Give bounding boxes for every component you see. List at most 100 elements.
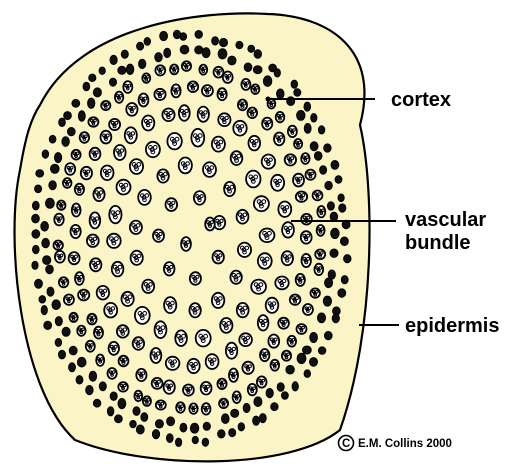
vascular-bundle	[57, 201, 65, 210]
stem-cross-section	[15, 13, 370, 461]
vascular-bundle	[104, 303, 117, 318]
vascular-bundle	[238, 243, 251, 257]
vascular-bundle	[62, 137, 69, 147]
vascular-bundle	[248, 45, 255, 52]
vascular-bundle	[78, 290, 89, 301]
vascular-bundle	[182, 61, 191, 71]
vascular-bundle	[262, 155, 275, 169]
vascular-bundle	[87, 235, 99, 247]
vascular-bundle	[137, 42, 144, 50]
vascular-bundle	[44, 321, 52, 329]
vascular-bundle	[228, 56, 236, 65]
vascular-bundle	[317, 225, 325, 236]
vascular-bundle	[254, 196, 269, 211]
vascular-bundle	[192, 436, 198, 443]
vascular-bundle	[276, 112, 285, 122]
vascular-bundle	[274, 69, 280, 77]
vascular-bundle	[110, 55, 117, 64]
cortex-leader-dot	[266, 97, 271, 102]
vascular-bundle	[93, 399, 100, 407]
vascular-bundle	[297, 111, 305, 121]
vascular-bundle	[344, 255, 351, 263]
vascular-bundle	[198, 107, 209, 122]
vascular-bundle	[297, 324, 307, 334]
vascular-bundle	[231, 409, 239, 417]
vascular-bundle	[206, 354, 219, 369]
vascular-bundle	[72, 99, 80, 107]
vascular-bundle	[220, 38, 228, 46]
vascular-bundle	[191, 129, 204, 147]
vascular-bundle	[277, 383, 284, 392]
vascular-bundle	[108, 368, 117, 379]
vascular-bundle	[294, 89, 301, 96]
vascular-bundle	[246, 171, 260, 188]
vascular-bundle	[146, 142, 160, 157]
vascular-bundle	[317, 206, 325, 217]
vascular-bundle	[301, 153, 309, 164]
vascular-bundle	[306, 170, 316, 180]
vascular-bundle	[152, 430, 159, 439]
vascular-bundle	[268, 335, 279, 348]
vascular-bundle	[156, 400, 166, 409]
vascular-bundle	[114, 145, 126, 160]
vascular-bundle	[166, 198, 178, 211]
vascular-bundle	[310, 333, 318, 343]
vascular-bundle	[179, 105, 190, 121]
vascular-bundle	[70, 313, 78, 322]
vascular-bundle	[331, 228, 339, 238]
vascular-bundle	[205, 218, 215, 231]
vascular-bundle	[47, 287, 54, 296]
vascular-bundle	[139, 59, 146, 68]
vascular-bundle	[46, 265, 54, 274]
vascular-bundle	[203, 162, 216, 177]
vascular-bundle	[201, 382, 212, 395]
vascular-bundle	[311, 114, 317, 123]
vascular-bundle	[325, 278, 333, 288]
vascular-bundle	[88, 98, 95, 108]
vascular-bundle	[339, 204, 346, 212]
vascular-bundle	[142, 280, 154, 293]
vascular-bundle	[89, 371, 96, 381]
vascular-bundle	[259, 414, 266, 423]
vascular-bundle	[101, 101, 110, 110]
vascular-bundle	[133, 337, 144, 350]
vascular-bundle	[238, 100, 247, 111]
vascular-bundle	[222, 414, 230, 424]
vascular-bundle	[249, 136, 261, 151]
vascular-bundle	[69, 363, 76, 372]
vascular-bundle	[188, 359, 200, 373]
vascular-bundle	[134, 391, 142, 401]
vascular-bundle	[64, 295, 74, 305]
vascular-bundle	[203, 422, 210, 430]
vascular-bundle	[126, 103, 137, 116]
vascular-bundle	[277, 89, 284, 99]
vascular-bundle	[229, 429, 236, 437]
vascular-bundle	[43, 256, 51, 265]
vascular-bundle	[220, 318, 232, 333]
vascular-bundle	[138, 190, 151, 205]
vascular-bundle	[190, 423, 198, 433]
cortex-label: cortex	[391, 89, 451, 111]
vascular-bundle	[325, 181, 332, 189]
vascular-bundle	[55, 317, 62, 326]
vascular-bundle	[214, 67, 224, 78]
vascular-bundle	[314, 152, 322, 161]
vascular-bundle	[153, 230, 164, 242]
vascular-bundle	[49, 135, 56, 143]
vascular-bundle	[275, 277, 288, 290]
vascular-bundle	[202, 438, 208, 446]
vascular-bundle	[202, 403, 211, 414]
vascular-bundle	[118, 399, 126, 409]
vascular-bundle	[251, 84, 259, 94]
vascular-bundle	[86, 341, 95, 352]
vascular-bundle-label-line2: bundle	[405, 232, 471, 254]
vascular-bundle	[167, 133, 181, 149]
vascular-bundle	[310, 142, 318, 151]
vascular-bundle	[341, 276, 348, 284]
vascular-bundle	[32, 230, 40, 238]
vascular-bundle	[86, 386, 93, 395]
vascular-bundle	[101, 166, 114, 181]
vascular-bundle	[297, 353, 306, 363]
vascular-bundle	[238, 423, 244, 431]
vascular-bundle	[90, 258, 101, 271]
